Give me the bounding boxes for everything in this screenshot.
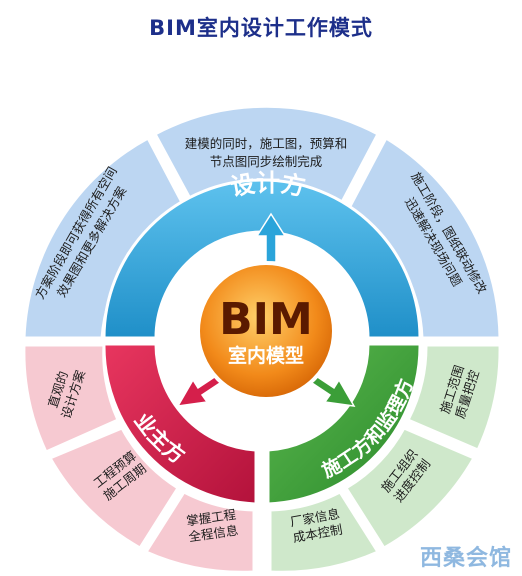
top-middle-line1: 建模的同时，施工图，预算和 (185, 136, 348, 151)
center-subtitle: 室内模型 (228, 344, 304, 367)
designer-band (102, 178, 422, 340)
right-box-c (268, 490, 381, 574)
page-title: BIM室内设计工作模式 (149, 16, 373, 40)
watermark-logo: 西桑会馆 (419, 546, 512, 571)
left-box-b (47, 426, 181, 551)
top-middle-line2: 节点图同步绘制完成 (210, 154, 323, 169)
left-c-text: 掌握工程 全程信息 (185, 507, 239, 545)
designer-label: 设计方 (228, 169, 307, 201)
designer-label-path: 设计方 (228, 169, 307, 201)
top-middle-text: 建模的同时，施工图，预算和 节点图同步绘制完成 (185, 136, 348, 169)
left-box-c (143, 490, 256, 574)
left-c-line2: 全程信息 (188, 523, 240, 545)
right-box-a (405, 343, 502, 452)
left-c-line1: 掌握工程 (185, 507, 237, 529)
center-model: BIM 室内模型 (196, 261, 336, 401)
owner-band (102, 342, 258, 506)
right-box-b (343, 426, 477, 551)
center-title: BIM (219, 294, 313, 345)
arrow-to-designer (255, 212, 287, 263)
